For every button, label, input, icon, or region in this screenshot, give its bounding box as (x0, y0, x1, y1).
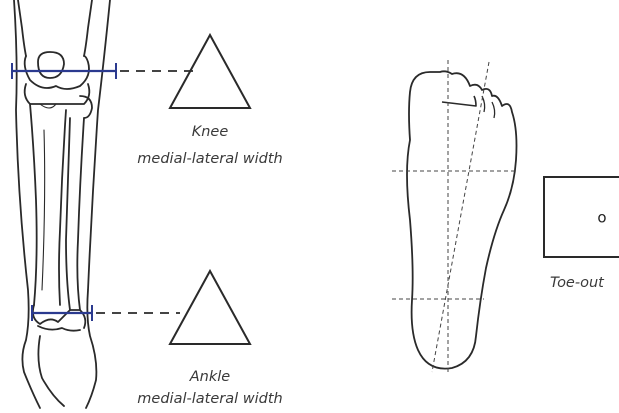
leg-bones-illustration (13, 0, 111, 409)
knee-measure-line (11, 63, 196, 79)
knee-label-line1: Knee (192, 124, 229, 140)
toe-out-label: Toe-out (550, 275, 605, 291)
knee-value-triangle[interactable] (168, 32, 252, 109)
knee-label-line2: medial-lateral width (137, 151, 282, 167)
ankle-value-triangle[interactable] (168, 268, 252, 345)
toe-out-value-box[interactable] (543, 176, 619, 258)
toe-out-value: o (597, 209, 606, 227)
ankle-label-line1: Ankle (189, 369, 231, 385)
foot-guide-lines (392, 60, 518, 373)
foot-outline (406, 70, 518, 370)
ankle-label-line2: medial-lateral width (137, 391, 282, 407)
ankle-measure-line (31, 305, 180, 321)
